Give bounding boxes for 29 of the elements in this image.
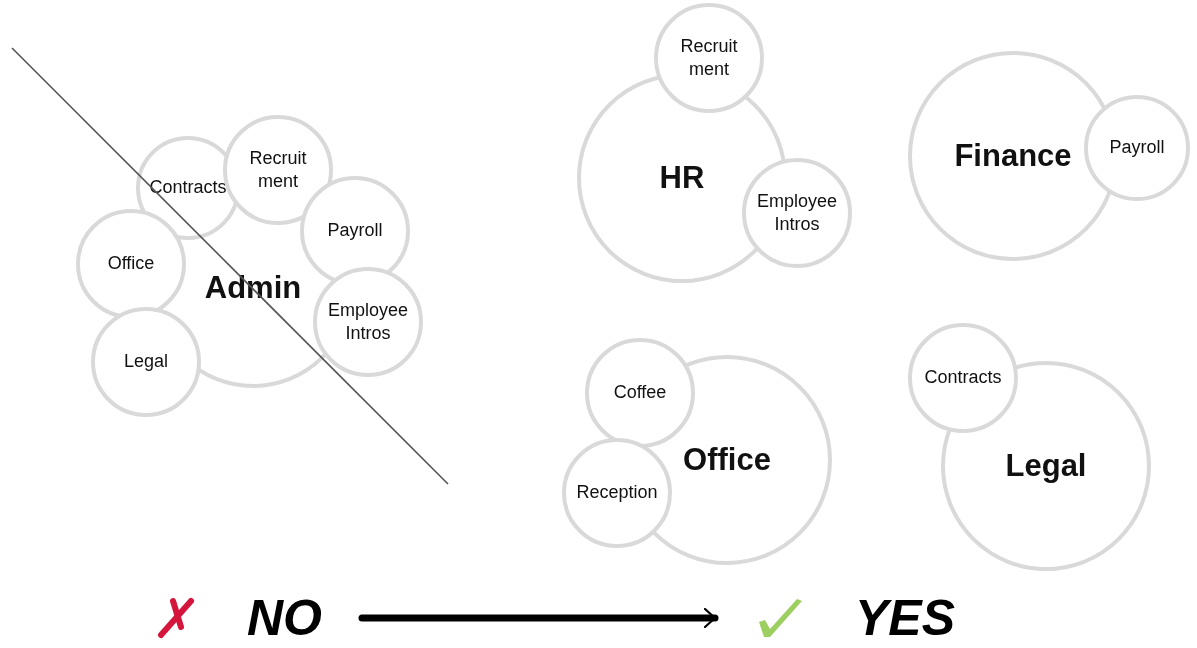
circle-label: Contracts	[148, 176, 228, 200]
circle-label: Recruit ment	[679, 34, 739, 81]
circle-label: Employee Intros	[755, 189, 838, 236]
circle-label: Contracts	[923, 366, 1003, 390]
circle	[91, 307, 201, 417]
group-title: Finance	[954, 136, 1072, 175]
circle	[562, 438, 672, 548]
circle	[908, 323, 1018, 433]
verdict-word: YES	[855, 589, 956, 647]
circle	[654, 3, 764, 113]
circle	[136, 136, 240, 240]
arrow	[358, 607, 719, 629]
circle	[585, 338, 695, 448]
circle-label: Payroll	[326, 219, 384, 243]
circle-label: Payroll	[1108, 136, 1166, 160]
group-title: HR	[659, 158, 705, 197]
circle-label: Legal	[122, 350, 169, 374]
circle-label: Coffee	[612, 381, 668, 405]
circle	[1084, 95, 1190, 201]
group-title: Office	[683, 440, 771, 479]
group-title: Legal	[1005, 446, 1087, 485]
circle-label: Reception	[575, 481, 659, 505]
circle	[742, 158, 852, 268]
circle	[313, 267, 423, 377]
circle-label: Recruit ment	[248, 146, 308, 193]
verdict-word: NO	[247, 589, 322, 647]
circle	[76, 209, 186, 319]
circle-label: Employee Intros	[326, 298, 409, 345]
circle-label: Office	[106, 252, 156, 276]
